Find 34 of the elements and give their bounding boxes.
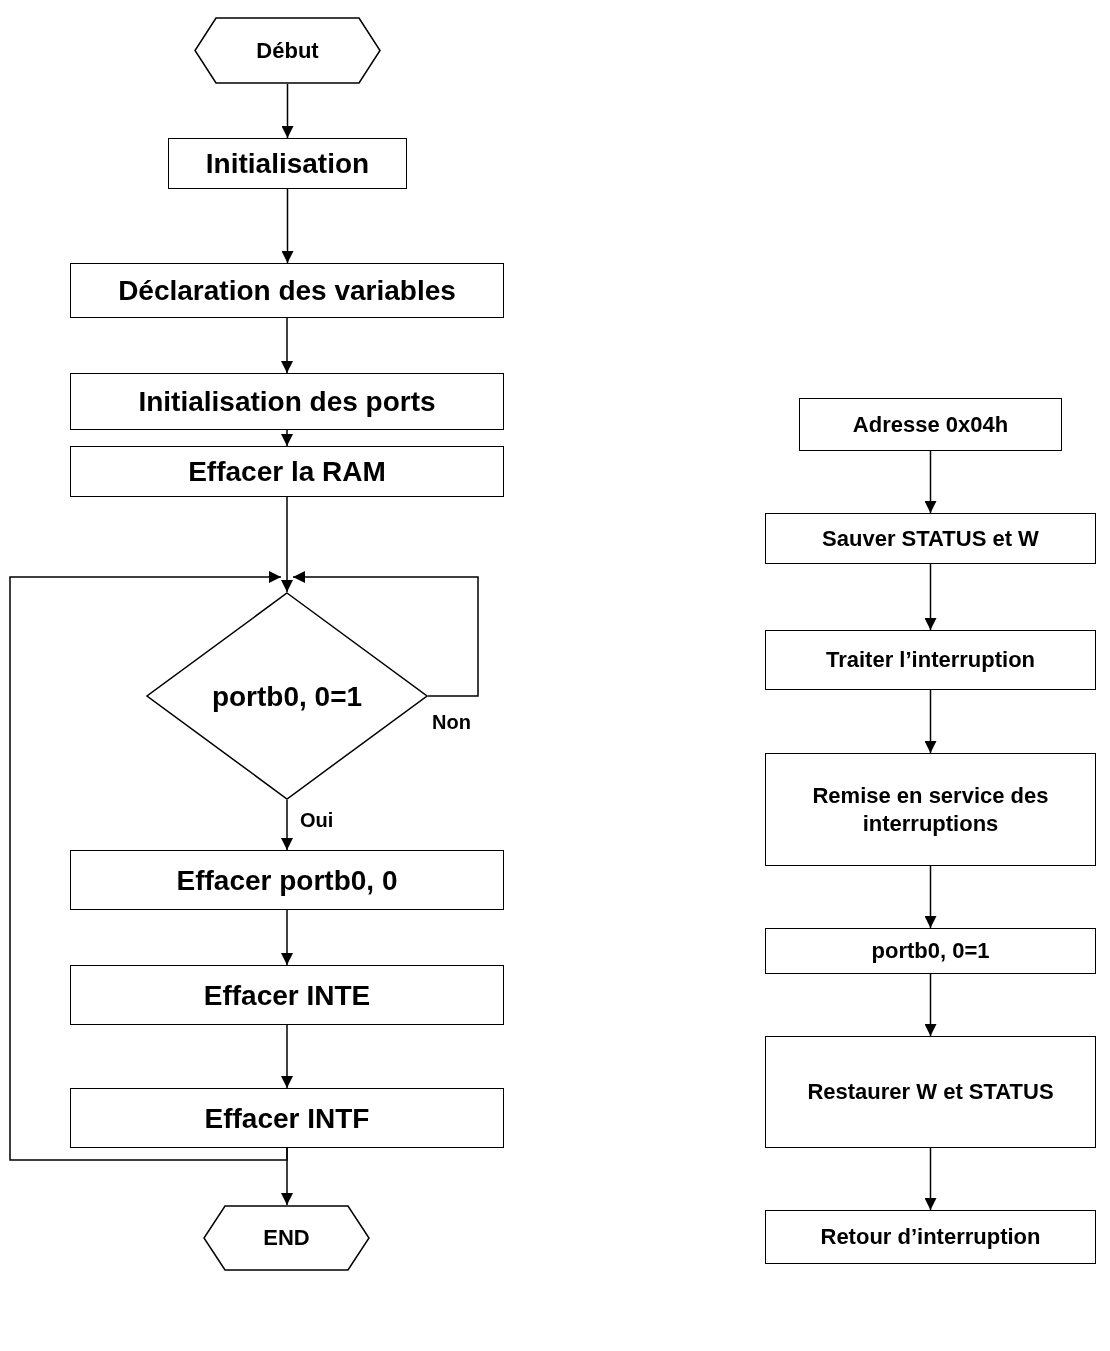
process-box: Initialisation des ports	[70, 373, 504, 430]
process-box: Adresse 0x04h	[799, 398, 1062, 451]
process-box: Remise en service des interruptions	[765, 753, 1096, 866]
arrow	[924, 689, 937, 754]
arrow	[281, 909, 293, 966]
process-box: Effacer INTE	[70, 965, 504, 1025]
edge-label: Non	[430, 712, 473, 732]
process-box: Restaurer W et STATUS	[765, 1036, 1096, 1148]
process-box: Sauver STATUS et W	[765, 513, 1096, 564]
arrow	[281, 83, 294, 139]
process-box: Initialisation	[168, 138, 407, 189]
decision-diamond: portb0, 0=1	[146, 592, 428, 800]
arrow	[292, 571, 479, 697]
arrow	[924, 865, 937, 929]
process-box: Effacer INTF	[70, 1088, 504, 1148]
process-box: Effacer portb0, 0	[70, 850, 504, 910]
arrow	[281, 188, 294, 264]
terminal-hexagon: Début	[194, 17, 381, 84]
process-box: Retour d’interruption	[765, 1210, 1096, 1264]
arrow	[924, 1147, 937, 1211]
terminal-hexagon: END	[203, 1205, 370, 1271]
arrow	[924, 450, 937, 514]
arrow	[924, 973, 937, 1037]
arrow	[924, 563, 937, 631]
arrow	[281, 496, 293, 593]
process-box: Effacer la RAM	[70, 446, 504, 497]
arrow	[281, 1024, 293, 1089]
arrow	[9, 571, 288, 1161]
process-box: Déclaration des variables	[70, 263, 504, 318]
process-box: portb0, 0=1	[765, 928, 1096, 974]
arrow	[281, 429, 293, 447]
process-box: Traiter l’interruption	[765, 630, 1096, 690]
arrow	[281, 799, 293, 851]
arrow	[281, 317, 293, 374]
